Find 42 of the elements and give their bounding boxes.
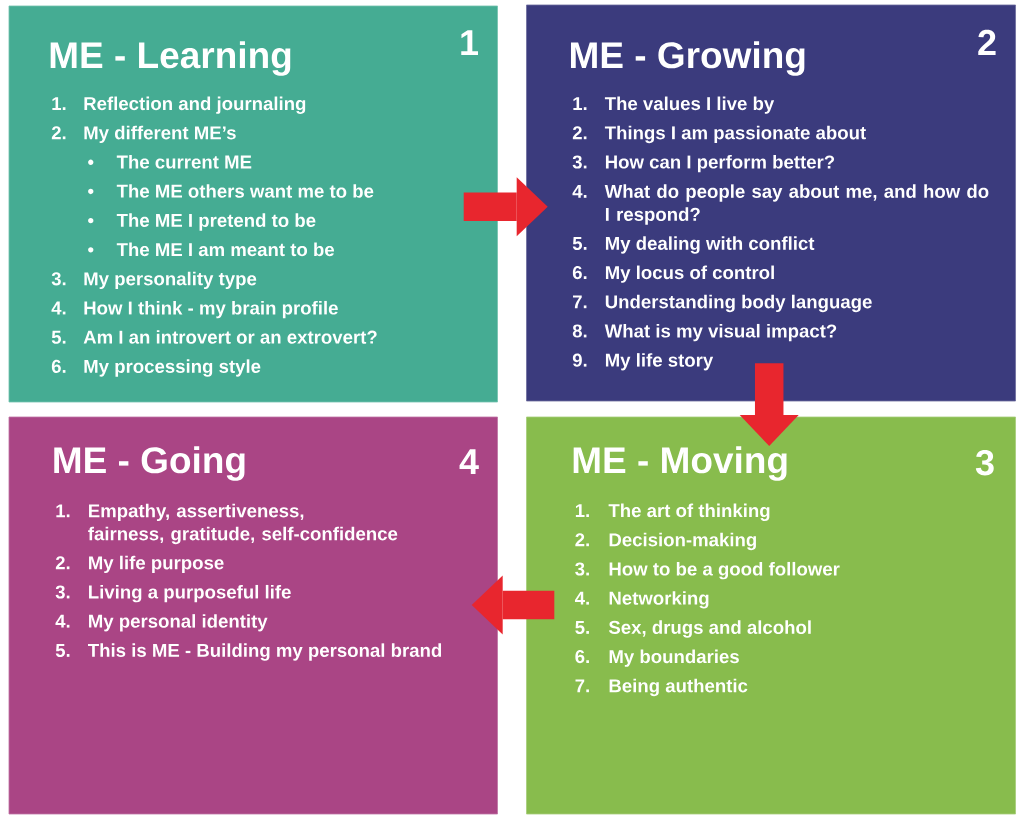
list-item: 5. My dealing with conflict bbox=[572, 236, 815, 254]
list-item: 2. Things I am passionate about bbox=[572, 125, 866, 144]
list-item: 4. My personal identity bbox=[55, 614, 268, 632]
list-item: • The ME others want me to be bbox=[88, 184, 374, 198]
list-item: 3. My personality type bbox=[51, 271, 257, 290]
card-title: ME - Going bbox=[54, 446, 245, 481]
step-number: 3 bbox=[975, 449, 994, 476]
list-item: 5. Am I an introvert or an extrovert? bbox=[51, 330, 377, 344]
list-item: 7. Understanding body language bbox=[573, 294, 872, 313]
card-title: ME - Learning bbox=[50, 41, 291, 76]
list-item: 2. My different ME’s bbox=[51, 125, 236, 144]
list-item: • The ME I pretend to be bbox=[88, 213, 316, 231]
list-item: 1. Reflection and journaling bbox=[52, 96, 306, 114]
list-item: 6. My boundaries bbox=[575, 649, 739, 667]
arrow bbox=[463, 177, 548, 237]
step-number: 1 bbox=[461, 30, 478, 55]
list-item: 2. Decision-making bbox=[575, 532, 756, 551]
list-item: 7. Being authentic bbox=[575, 678, 748, 697]
card-title: ME - Moving bbox=[573, 446, 787, 481]
list-item: 3. How can I perform better? bbox=[572, 154, 835, 173]
card-title: ME - Growing bbox=[571, 41, 805, 76]
arrow bbox=[471, 575, 555, 635]
list-item: 4. How I think - my brain profile bbox=[51, 300, 338, 319]
list-item: 6. My locus of control bbox=[572, 265, 774, 283]
step-number: 4 bbox=[459, 449, 479, 474]
list-item: 5. Sex, drugs and alcohol bbox=[575, 620, 811, 638]
list-item: • The ME I am meant to be bbox=[88, 242, 335, 257]
list-item: 9. My life story bbox=[572, 353, 714, 371]
list-item: 8. What is my visual impact? bbox=[572, 323, 837, 342]
list-item: • The current ME bbox=[88, 154, 252, 169]
list-item: 2. My life purpose bbox=[55, 555, 224, 574]
list-item: 5. This is ME - Building my personal brand bbox=[55, 643, 442, 661]
list-item: 3. Living a purposeful life bbox=[55, 584, 291, 603]
arrow bbox=[739, 363, 799, 446]
list-item: 4. What do people say about me, and how do I respond? bbox=[572, 184, 989, 225]
list-item: 3. How to be a good follower bbox=[575, 561, 840, 580]
list-item: 6. My processing style bbox=[51, 359, 261, 377]
list-item: 4. Networking bbox=[575, 591, 709, 609]
list-item: 1. The values I live by bbox=[573, 96, 775, 114]
list-item: 1. The art of thinking bbox=[575, 503, 770, 521]
step-number: 2 bbox=[978, 29, 996, 55]
list-item: 1. Empathy, assertiveness, fairness, gratitude, self-confidence bbox=[56, 503, 398, 545]
